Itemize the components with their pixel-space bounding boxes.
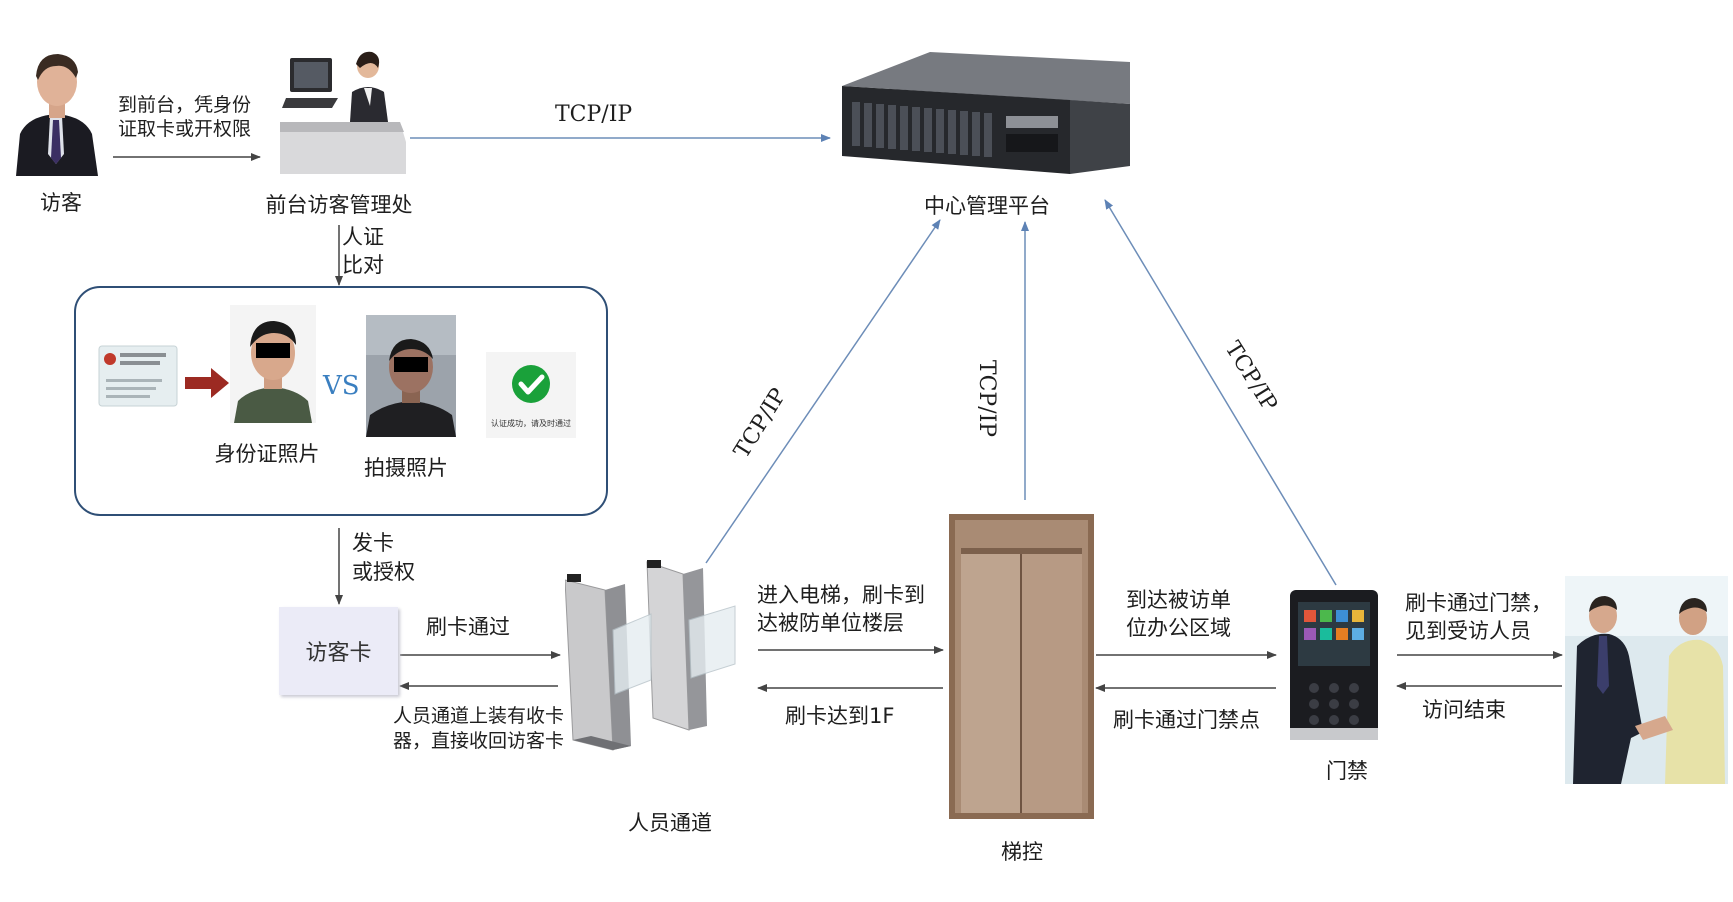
issue-card-line2: 或授权 xyxy=(352,560,415,584)
person-id-compare-line1: 人证 xyxy=(342,225,384,249)
to-front-desk-line1: 到前台，凭身份 xyxy=(118,94,252,116)
captured-face-image xyxy=(366,315,456,437)
id-card-image xyxy=(98,345,178,407)
meet-host-line2: 见到受访人员 xyxy=(1405,619,1531,643)
red-arrow-icon xyxy=(185,368,229,398)
front-desk-label: 前台访客管理处 xyxy=(265,193,413,217)
personnel-passage-label: 人员通道 xyxy=(628,811,712,835)
issue-card-line1: 发卡 xyxy=(352,531,394,555)
tcpip-mid-label: TCP/IP xyxy=(974,359,1000,438)
checkmark-icon: 认证成功，请及时通过 xyxy=(486,352,576,438)
swipe-to-1f-label: 刷卡达到1F xyxy=(785,704,895,728)
verify-success-text: 认证成功，请及时通过 xyxy=(491,418,571,428)
access-control-label: 门禁 xyxy=(1326,759,1368,783)
id-verification-panel xyxy=(74,286,608,516)
arrow-door-to-server xyxy=(1104,199,1337,586)
visitor-card-label: 访客卡 xyxy=(305,641,372,666)
enter-elevator-line2: 达被防单位楼层 xyxy=(757,611,904,635)
to-front-desk-line2: 证取卡或开权限 xyxy=(118,118,252,140)
elevator-door-image xyxy=(949,514,1094,819)
visitor-card: 访客卡 xyxy=(279,607,398,695)
vs-label: VS xyxy=(323,371,360,401)
swipe-pass-label: 刷卡通过 xyxy=(426,615,510,639)
access-terminal-image xyxy=(1290,590,1378,740)
center-platform-label: 中心管理平台 xyxy=(924,194,1050,218)
arrive-office-line2: 位办公区域 xyxy=(1126,616,1231,640)
arrive-office-line1: 到达被访单 xyxy=(1126,588,1231,612)
card-recycle-line2: 器，直接收回访客卡 xyxy=(393,730,565,752)
enter-elevator-line1: 进入电梯，刷卡到 xyxy=(757,583,925,607)
handshake-image xyxy=(1565,576,1728,784)
meet-host-line1: 刷卡通过门禁， xyxy=(1405,591,1552,615)
person-id-compare-line2: 比对 xyxy=(342,253,384,277)
id-photo-label: 身份证照片 xyxy=(214,442,320,466)
visitor-person-image xyxy=(6,36,106,176)
id-photo-face-image xyxy=(230,305,316,423)
visit-end-label: 访问结束 xyxy=(1422,698,1506,722)
turnstile-gate-image xyxy=(565,560,736,751)
swipe-access-point-label: 刷卡通过门禁点 xyxy=(1113,708,1260,732)
visitor-label: 访客 xyxy=(40,191,82,215)
elevator-control-label: 梯控 xyxy=(1001,840,1043,864)
arrow-gate-to-server xyxy=(705,219,941,564)
captured-photo-label: 拍摄照片 xyxy=(364,456,448,480)
server-image xyxy=(842,52,1130,174)
receptionist-desk-image xyxy=(280,51,406,174)
tcpip-top-label: TCP/IP xyxy=(555,102,633,127)
card-recycle-line1: 人员通道上装有收卡 xyxy=(393,705,565,727)
